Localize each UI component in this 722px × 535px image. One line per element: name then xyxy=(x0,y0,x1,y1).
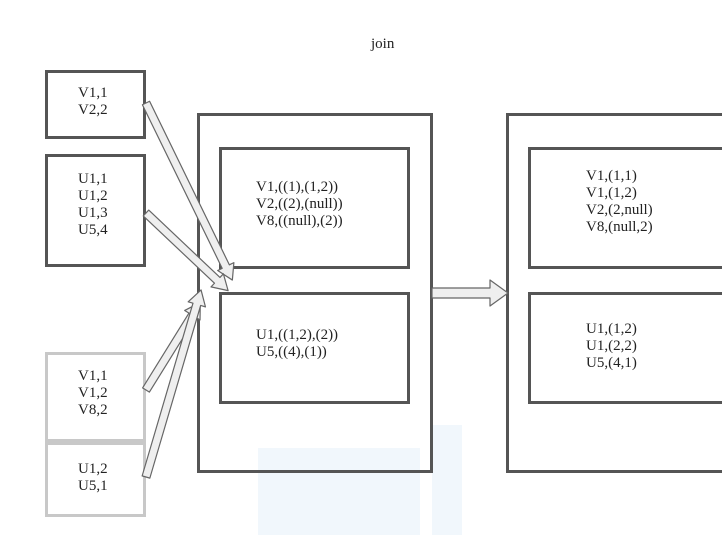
input-box-text: U1,2 U5,1 xyxy=(78,461,108,494)
result-u-box: U1,(1,2) U1,(2,2) U5,(4,1) xyxy=(528,292,722,404)
group-v-box: V1,((1),(1,2)) V2,((2),(null)) V8,((null… xyxy=(219,147,410,269)
arrow-v2-to-join xyxy=(142,301,201,393)
result-v-text: V1,(1,1) V1,(1,2) V2,(2,null) V8,(null,2… xyxy=(586,168,653,235)
input-box-text: V1,1 V2,2 xyxy=(78,85,108,118)
input-box-v-2: V1,1 V1,2 V8,2 xyxy=(45,352,146,442)
arrow-join-to-result xyxy=(431,279,509,307)
group-v-text: V1,((1),(1,2)) V2,((2),(null)) V8,((null… xyxy=(256,179,343,229)
group-u-box: U1,((1,2),(2)) U5,((4),(1)) xyxy=(219,292,410,404)
watermark-shape xyxy=(258,448,420,535)
arrow-u2-to-join xyxy=(141,289,207,479)
result-u-text: U1,(1,2) U1,(2,2) U5,(4,1) xyxy=(586,321,637,371)
group-u-text: U1,((1,2),(2)) U5,((4),(1)) xyxy=(256,327,339,360)
input-box-text: U1,1 U1,2 U1,3 U5,4 xyxy=(78,171,108,238)
diagram-title: join xyxy=(371,36,395,52)
watermark-shape xyxy=(432,425,462,535)
arrow-u1-to-join xyxy=(142,209,229,292)
input-box-u-1: U1,1 U1,2 U1,3 U5,4 xyxy=(45,154,146,267)
input-box-u-2: U1,2 U5,1 xyxy=(45,442,146,517)
result-v-box: V1,(1,1) V1,(1,2) V2,(2,null) V8,(null,2… xyxy=(528,147,722,269)
input-box-text: V1,1 V1,2 V8,2 xyxy=(78,368,108,418)
arrow-v1-to-join xyxy=(141,100,235,281)
